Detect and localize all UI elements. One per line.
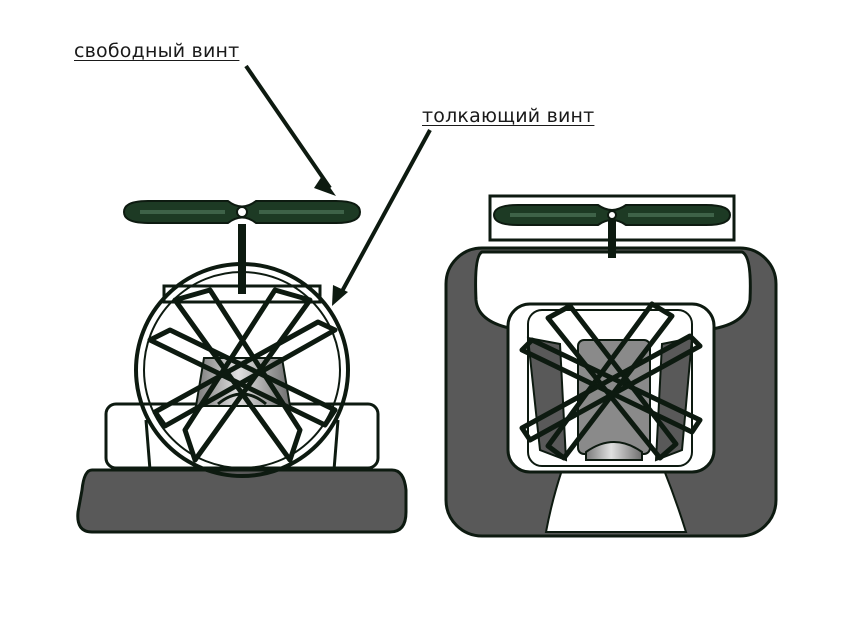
side-view [76, 200, 408, 534]
side-free-rotor [122, 200, 362, 224]
free-rotor-label: свободный винт [74, 40, 240, 62]
pusher-propeller-label: толкающий винт [422, 105, 595, 127]
side-skirt [76, 468, 408, 534]
free-rotor-arrow [244, 64, 336, 196]
rear-mast [608, 218, 616, 258]
pusher-propeller-arrow [332, 129, 432, 306]
rear-view [444, 194, 778, 538]
side-mast [238, 224, 246, 294]
rear-free-rotor [492, 204, 732, 226]
rear-lower-opening [544, 469, 688, 533]
side-pusher-blades [147, 287, 338, 463]
rear-pusher-blades [519, 301, 703, 461]
